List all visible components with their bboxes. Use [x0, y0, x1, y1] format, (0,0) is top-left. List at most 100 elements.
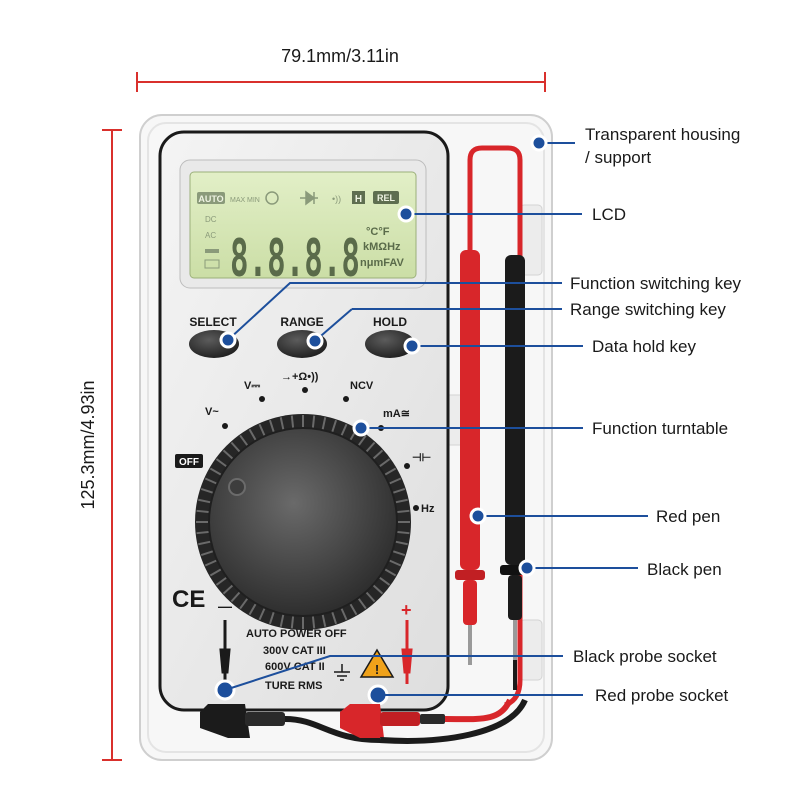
dial-ridge: [200, 550, 214, 557]
dial-label-v-dc: V⎓: [244, 380, 260, 392]
dial-label-capacitance: ⊣⊢: [412, 451, 431, 464]
callout-housing-line2: / support: [585, 148, 651, 167]
dial-ridge: [392, 487, 406, 494]
dial-ridge: [357, 434, 367, 447]
callout-housing-line1: Transparent housing: [585, 125, 740, 144]
dial-ridge: [258, 607, 266, 621]
dial-ridge: [196, 509, 210, 514]
panel-line-true-rms: TURE RMS: [265, 680, 322, 692]
dial-ridge: [239, 434, 249, 447]
dial-label-ncv: NCV: [350, 380, 374, 392]
callout-lines: [224, 142, 648, 696]
dial-ridge: [279, 417, 285, 431]
callout-black-socket: Black probe socket: [573, 647, 717, 666]
dial-ridge: [321, 417, 327, 431]
range-button-label: RANGE: [280, 315, 323, 329]
lcd-dc: DC: [205, 215, 217, 224]
lcd-hold-indicator: H: [355, 194, 362, 205]
plus-sign: +: [401, 600, 412, 620]
callout-points: [219, 134, 548, 577]
dial-ridge: [268, 611, 275, 625]
dial-pointer: [228, 478, 246, 496]
lcd-battery-icon: [204, 259, 220, 269]
dial-ridge: [200, 487, 214, 494]
dial-ridge: [396, 509, 410, 514]
dial-label-ohm: →+Ω•)): [281, 371, 319, 383]
dial-ridge: [383, 568, 397, 577]
warning-exclamation: !: [375, 662, 379, 677]
lcd-unit-ohm: kMΩHz: [363, 241, 401, 253]
lcd-min: MIN: [247, 197, 260, 204]
dial-ridge: [311, 415, 316, 429]
dial-ridge: [198, 540, 212, 546]
lcd-beep-icon: •)): [332, 194, 341, 204]
hold-button[interactable]: HOLD: [365, 315, 415, 358]
dial-ridge: [258, 423, 266, 437]
turntable-point: [352, 419, 370, 437]
dial-ridge: [230, 591, 241, 603]
lcd-ac: AC: [205, 231, 216, 240]
dial-ridge: [392, 550, 406, 557]
lcd-auto: AUTO: [198, 194, 223, 204]
black-pen: [500, 255, 530, 660]
lcd-unit-temp: °C°F: [366, 226, 390, 238]
housing-point: [530, 134, 548, 152]
dial-ridge: [248, 602, 257, 616]
width-dimension: 79.1mm/3.11in: [136, 46, 546, 92]
callout-function-key: Function switching key: [570, 274, 742, 293]
dial-ridge: [222, 449, 234, 460]
lcd-max: MAX: [230, 197, 246, 204]
width-label: 79.1mm/3.11in: [281, 46, 399, 66]
dial-ridge: [340, 423, 348, 437]
dial-ridge: [290, 615, 295, 629]
ce-mark: CE: [172, 586, 205, 613]
dial-label-off: OFF: [179, 457, 199, 468]
dial-ridge: [215, 576, 228, 586]
lcd-point: [397, 205, 415, 223]
dial-ridge: [290, 415, 295, 429]
dial-ridge: [365, 591, 376, 603]
select-point: [219, 331, 237, 349]
dial-ridge: [383, 467, 397, 476]
dial-ridge: [378, 576, 391, 586]
hold-button-label: HOLD: [373, 315, 407, 329]
dial-ridge: [248, 428, 257, 442]
dial-label-hz: Hz: [421, 503, 435, 515]
dial-ridge: [372, 584, 384, 595]
dial-ridge: [340, 607, 348, 621]
bottom-panel: CE — + AUTO POWER OFF 300V CAT III 600V …: [172, 586, 413, 692]
lcd-auto-off-icon: [265, 191, 279, 205]
panel-line-auto-power-off: AUTO POWER OFF: [246, 628, 347, 640]
callout-black-pen: Black pen: [647, 560, 722, 579]
panel-line-300v: 300V CAT III: [263, 645, 326, 657]
range-point: [306, 332, 324, 350]
dial-ridge: [239, 597, 249, 610]
callout-labels: Transparent housing / support LCD Functi…: [570, 125, 742, 705]
lcd-display: AUTO MAX MIN •)) H REL DC AC 8.8.8.8 °C°…: [179, 159, 427, 289]
dial-ridge: [279, 613, 285, 627]
callout-red-socket: Red probe socket: [595, 686, 729, 705]
warning-icon: [359, 648, 395, 678]
housing-inner-edge: [147, 122, 545, 753]
dial-label-v-ac: V~: [205, 406, 219, 418]
lcd-diode-icon: [300, 190, 318, 206]
hold-point: [403, 337, 421, 355]
dial-ridge: [388, 477, 402, 485]
dial-ridge: [378, 458, 391, 468]
dial-labels: V⎓ →+Ω•)) NCV V~ mA≅ OFF ⊣⊢ Hz: [175, 371, 435, 515]
minus-sign: —: [218, 598, 232, 614]
function-turntable[interactable]: [195, 414, 411, 630]
red-probe-plug: [340, 704, 445, 738]
dial-ridge: [311, 615, 316, 629]
dial-ridge: [394, 498, 408, 504]
dial-ridge: [196, 530, 210, 535]
red-pen-point: [469, 507, 487, 525]
dial-ridge: [230, 441, 241, 453]
callout-range-key: Range switching key: [570, 300, 726, 319]
dial-ridge: [357, 597, 367, 610]
dial-label-ma: mA≅: [383, 408, 410, 420]
dial-ridge: [396, 530, 410, 535]
callout-red-pen: Red pen: [656, 507, 720, 526]
select-button-label: SELECT: [189, 315, 237, 329]
